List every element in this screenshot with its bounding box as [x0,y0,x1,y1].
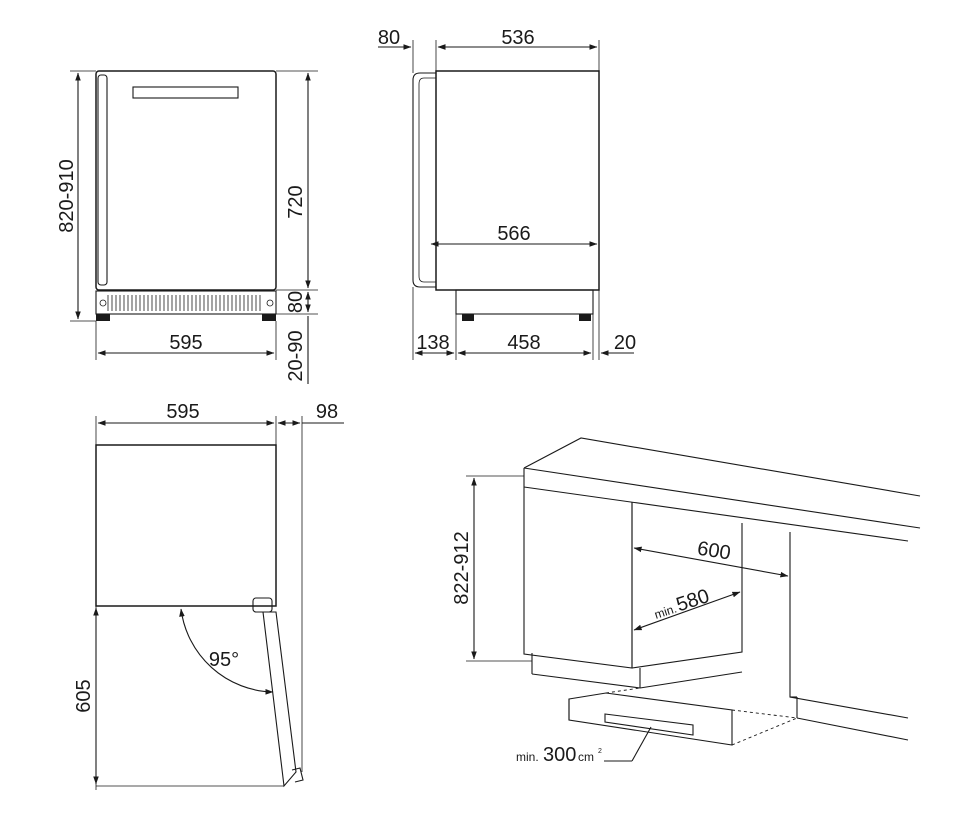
dim-plinth-depth: 458 [507,332,540,354]
vent-grille [568,692,733,746]
dim-rear-gap: 20 [614,332,636,354]
dim-door-angle: 95° [209,649,239,671]
angle-arc [179,608,274,695]
dim-min-depth-value: 580 [674,585,713,616]
dim-total-height: 820-910 [56,159,78,232]
dim-top-width: 595 [166,401,199,423]
front-foot-right [262,314,276,321]
left-cabinet [523,487,633,669]
top-cabinet [95,444,277,607]
dim-niche-height: 822-912 [451,531,473,604]
front-door-hinge-strip [97,74,108,286]
side-foot-front [462,314,474,321]
side-view: 80 536 566 138 458 20 [378,27,636,360]
dim-min-depth: min. 580 [653,585,713,622]
front-plinth [95,290,277,315]
dim-cabinet-depth: 536 [501,27,534,49]
front-plinth-screw-left [99,299,107,307]
dim-inner-depth: 566 [497,223,530,245]
dim-line-niche-width [633,546,789,578]
dim-front-width: 595 [169,332,202,354]
side-door [412,72,436,288]
side-plinth [455,289,594,315]
top-door-handle [291,767,304,783]
installation-view: 822-912 600 min. 580 min. 300 cm 2 [451,437,921,766]
front-cabinet [95,70,277,291]
vent-area-prefix: min. [516,750,539,764]
side-door-inner [418,77,436,283]
dim-front-offset: 138 [416,332,449,354]
front-handle [132,86,239,99]
top-open-door [262,611,297,788]
dim-niche-width: 600 [696,538,732,565]
front-view: 820-910 720 80 20-90 595 [56,70,318,384]
dim-plinth-height: 80 [285,291,307,313]
niche-back [631,502,743,669]
dim-door-height: 720 [285,185,307,218]
side-foot-rear [579,314,591,321]
vent-area-unit-exponent: 2 [598,748,602,755]
countertop-top [523,437,921,497]
front-plinth-vents [107,295,261,311]
dim-door-depth: 80 [378,27,400,49]
front-plinth-screw-right [266,299,274,307]
vent-area-unit: cm [578,750,594,764]
vent-slot [604,713,694,736]
front-foot-left [96,314,110,321]
dim-door-projection: 98 [316,401,338,423]
right-cabinet [789,532,909,719]
dim-feet-adjust: 20-90 [285,330,307,381]
vent-area-label: min. 300 cm 2 [516,744,602,766]
dim-open-depth: 605 [73,679,95,712]
vent-area-value: 300 [543,744,576,766]
side-cabinet [435,70,600,291]
dim-min-depth-prefix: min. [653,602,679,622]
top-view: 595 98 605 95° [73,401,344,790]
dim-line-min-depth [633,591,741,631]
